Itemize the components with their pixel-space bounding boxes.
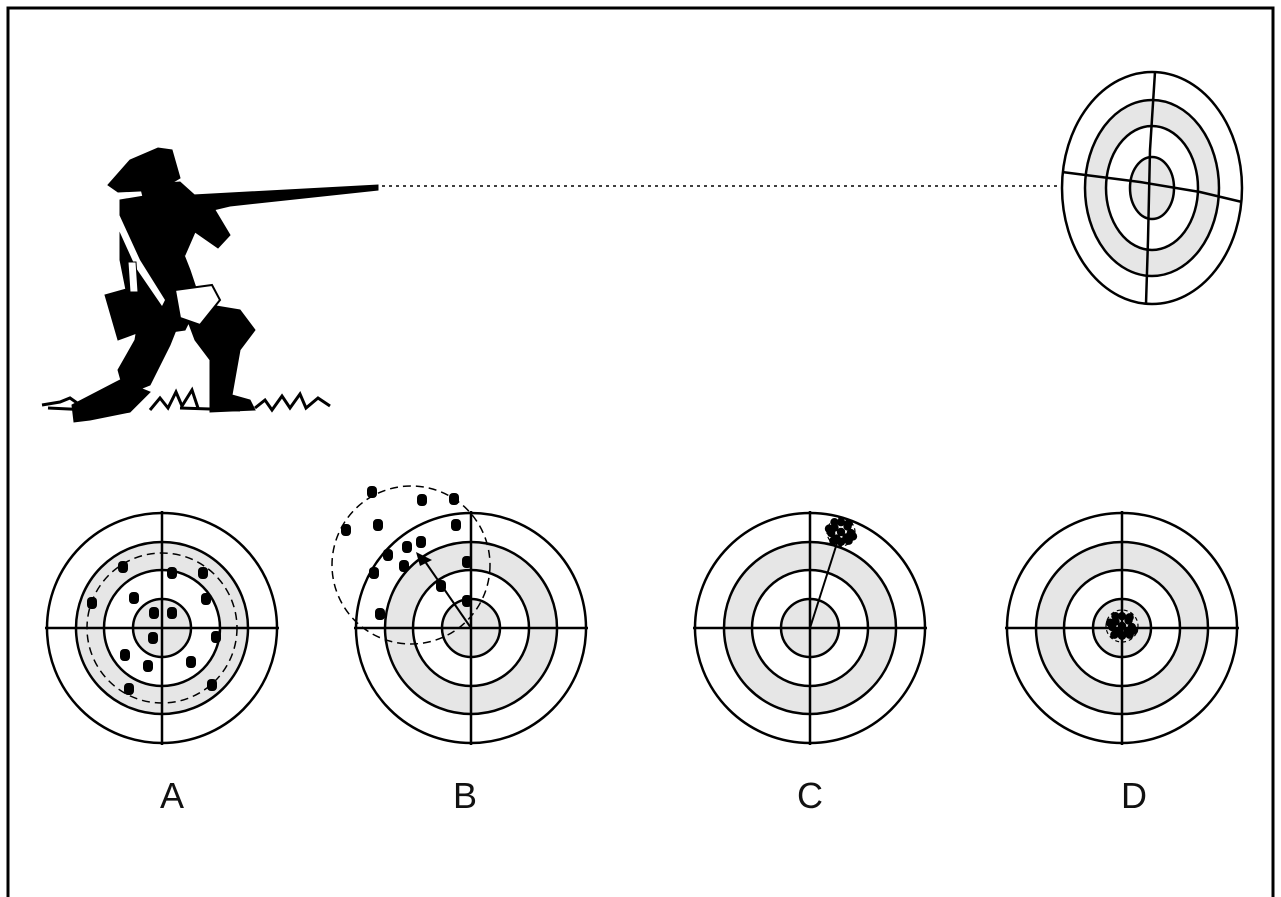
grass-tufts <box>41 386 331 413</box>
shot-dot <box>143 660 153 672</box>
shot-dot <box>167 567 177 579</box>
shot-dot <box>367 486 377 498</box>
dispersion-circle <box>1105 609 1139 643</box>
shot-dot <box>436 580 446 592</box>
shot-dot <box>129 592 139 604</box>
target-a: A <box>45 511 279 816</box>
shot-dot <box>149 607 159 619</box>
shot-dot <box>369 567 379 579</box>
shot-dot <box>1111 611 1120 621</box>
dispersion-circle <box>331 485 491 645</box>
target-d: D <box>1005 511 1239 816</box>
shot-dot <box>1110 630 1119 639</box>
shot-dot <box>402 541 412 553</box>
shot-dot <box>167 607 177 619</box>
shot-dot <box>207 679 217 691</box>
shot-dot <box>87 597 97 609</box>
shot-dot <box>373 519 383 531</box>
shot-dot <box>848 532 858 541</box>
shot-dot <box>1129 626 1139 635</box>
shot-dot <box>399 560 409 572</box>
shot-dot <box>417 494 427 506</box>
shot-dot <box>462 556 472 568</box>
panel-label: C <box>797 775 823 816</box>
shot-dot <box>211 631 221 643</box>
shot-dot <box>1117 611 1127 621</box>
target-c: C <box>693 511 927 816</box>
target-b: B <box>331 485 588 816</box>
shot-dot <box>836 537 846 547</box>
shot-dot <box>341 524 351 536</box>
shot-dot <box>1117 621 1127 631</box>
shot-dot <box>120 649 130 661</box>
arrow-head <box>416 552 432 566</box>
shot-dot <box>449 493 459 505</box>
shot-dot <box>416 536 426 548</box>
shot-dot <box>844 519 853 528</box>
shot-dot <box>1105 618 1115 627</box>
shot-dot <box>186 656 196 668</box>
offset-arrow <box>423 559 472 629</box>
offset-arrow <box>809 539 839 629</box>
panel-label: D <box>1121 775 1147 816</box>
shot-dot <box>148 632 158 644</box>
shot-dot <box>198 567 208 579</box>
shot-dot <box>836 527 846 537</box>
shot-dot <box>383 549 393 561</box>
rifleman-silhouette <box>41 147 379 423</box>
shot-dot <box>824 524 834 533</box>
shot-dot <box>451 519 461 531</box>
shot-dot <box>829 536 838 545</box>
shot-dot <box>118 561 128 573</box>
shot-dot <box>201 593 211 605</box>
panel-label: A <box>160 775 184 816</box>
shot-dot <box>1117 631 1127 641</box>
shot-dot <box>1125 613 1134 622</box>
shot-dot <box>375 608 385 620</box>
frame-border <box>6 6 1275 897</box>
shot-dot <box>124 683 134 695</box>
shot-dot <box>836 517 846 527</box>
shot-dot <box>462 595 472 607</box>
shot-dot <box>830 517 839 527</box>
dispersion-circle <box>86 552 238 704</box>
perspective-target <box>1060 70 1244 306</box>
panel-label: B <box>453 775 477 816</box>
